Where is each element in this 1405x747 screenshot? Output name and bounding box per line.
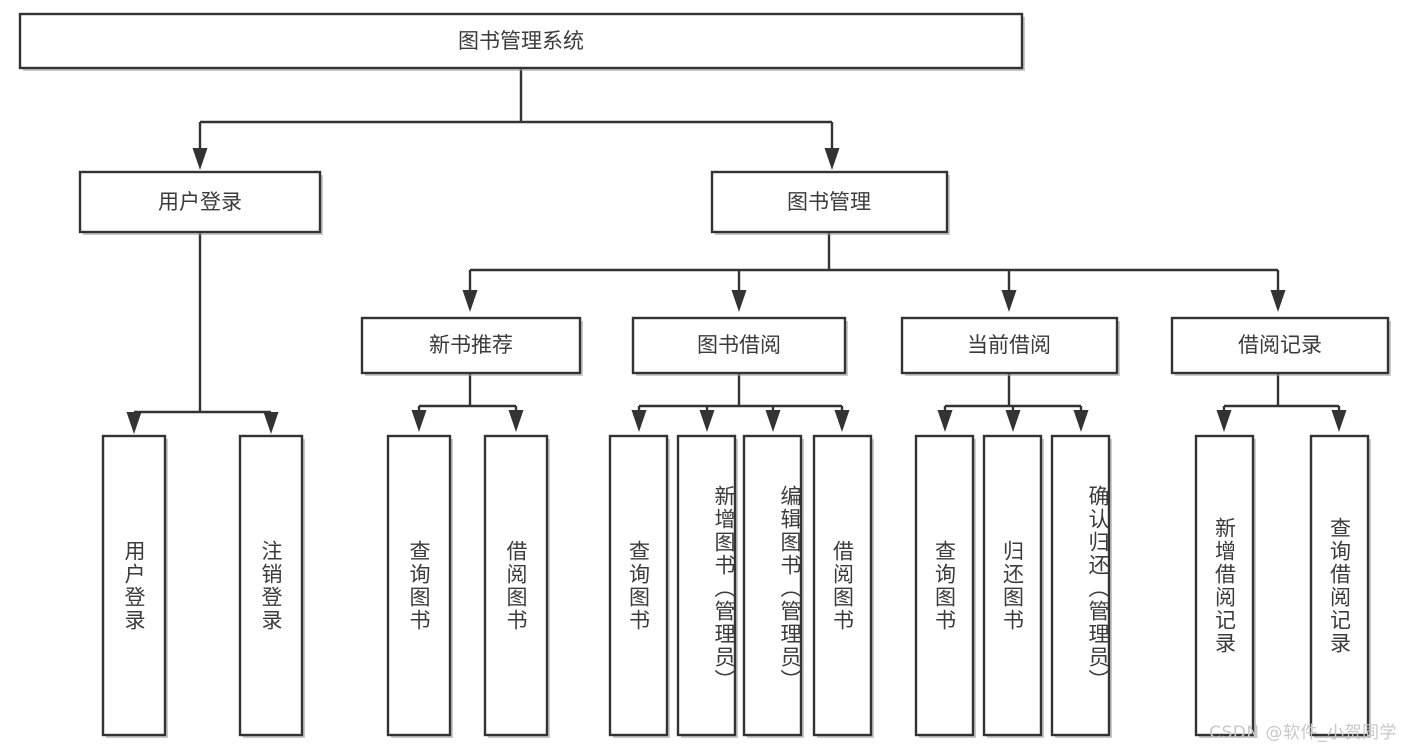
leaf-node-query-book-1[interactable] <box>386 434 453 738</box>
arrow-bookmgmt-child-1 <box>462 290 478 312</box>
node-user-login-label: 用户登录 <box>158 190 242 214</box>
node-book-management-label: 图书管理 <box>787 190 871 214</box>
node-user-login[interactable]: 用户登录 <box>78 170 323 235</box>
arrow-current-leaf-3 <box>1073 410 1089 432</box>
leaf-node-query-borrow-record[interactable] <box>1309 434 1371 738</box>
node-root[interactable]: 图书管理系统 <box>18 12 1025 71</box>
arrow-current-leaf-1 <box>937 410 953 432</box>
leaf-node-add-borrow-record[interactable] <box>1194 434 1256 738</box>
node-book-management[interactable]: 图书管理 <box>710 170 950 235</box>
arrow-borrow-leaf-3 <box>765 410 781 432</box>
leaf-node-edit-book-admin[interactable] <box>742 434 804 738</box>
leaf-node-user-login[interactable] <box>101 434 168 738</box>
arrow-record-leaf-1 <box>1216 410 1232 432</box>
node-new-book-recommend-label: 新书推荐 <box>429 333 513 357</box>
arrow-bookmgmt-child-4 <box>1270 290 1286 312</box>
node-borrow-record-label: 借阅记录 <box>1238 333 1322 357</box>
leaf-node-query-book-3[interactable] <box>914 434 976 738</box>
arrow-borrow-leaf-2 <box>699 410 715 432</box>
node-borrow-record[interactable]: 借阅记录 <box>1170 316 1391 376</box>
arrow-bookmgmt-child-3 <box>1001 290 1017 312</box>
leaf-node-query-book-2[interactable] <box>608 434 670 738</box>
arrow-root-to-bookmgmt <box>824 148 840 170</box>
leaf-node-confirm-return-admin[interactable] <box>1050 434 1112 738</box>
leaf-node-borrow-book-2[interactable] <box>812 434 874 738</box>
arrow-bookmgmt-child-2 <box>731 290 747 312</box>
leaf-node-borrow-book-1[interactable] <box>483 434 550 738</box>
leaf-node-return-book[interactable] <box>982 434 1044 738</box>
leaf-box-layer <box>101 434 1371 738</box>
arrow-root-to-login <box>192 148 208 170</box>
node-current-borrow-label: 当前借阅 <box>967 333 1051 357</box>
node-book-borrow[interactable]: 图书借阅 <box>631 316 848 376</box>
node-current-borrow[interactable]: 当前借阅 <box>900 316 1120 376</box>
csdn-watermark: CSDN @软件_小贺同学 <box>1209 723 1397 743</box>
arrow-borrow-leaf-1 <box>631 410 647 432</box>
arrow-login-leaf-2 <box>263 412 279 434</box>
leaf-node-add-book-admin[interactable] <box>676 434 738 738</box>
arrow-current-leaf-2 <box>1005 410 1021 432</box>
connector-layer <box>126 68 1347 434</box>
arrow-newbook-leaf-1 <box>411 410 427 432</box>
arrow-borrow-leaf-4 <box>834 410 850 432</box>
arrow-login-leaf-1 <box>126 412 142 434</box>
node-book-borrow-label: 图书借阅 <box>697 333 781 357</box>
arrow-record-leaf-2 <box>1331 410 1347 432</box>
node-new-book-recommend[interactable]: 新书推荐 <box>360 316 583 376</box>
node-root-label: 图书管理系统 <box>458 29 584 53</box>
arrow-newbook-leaf-2 <box>508 410 524 432</box>
leaf-node-logout[interactable] <box>238 434 305 738</box>
